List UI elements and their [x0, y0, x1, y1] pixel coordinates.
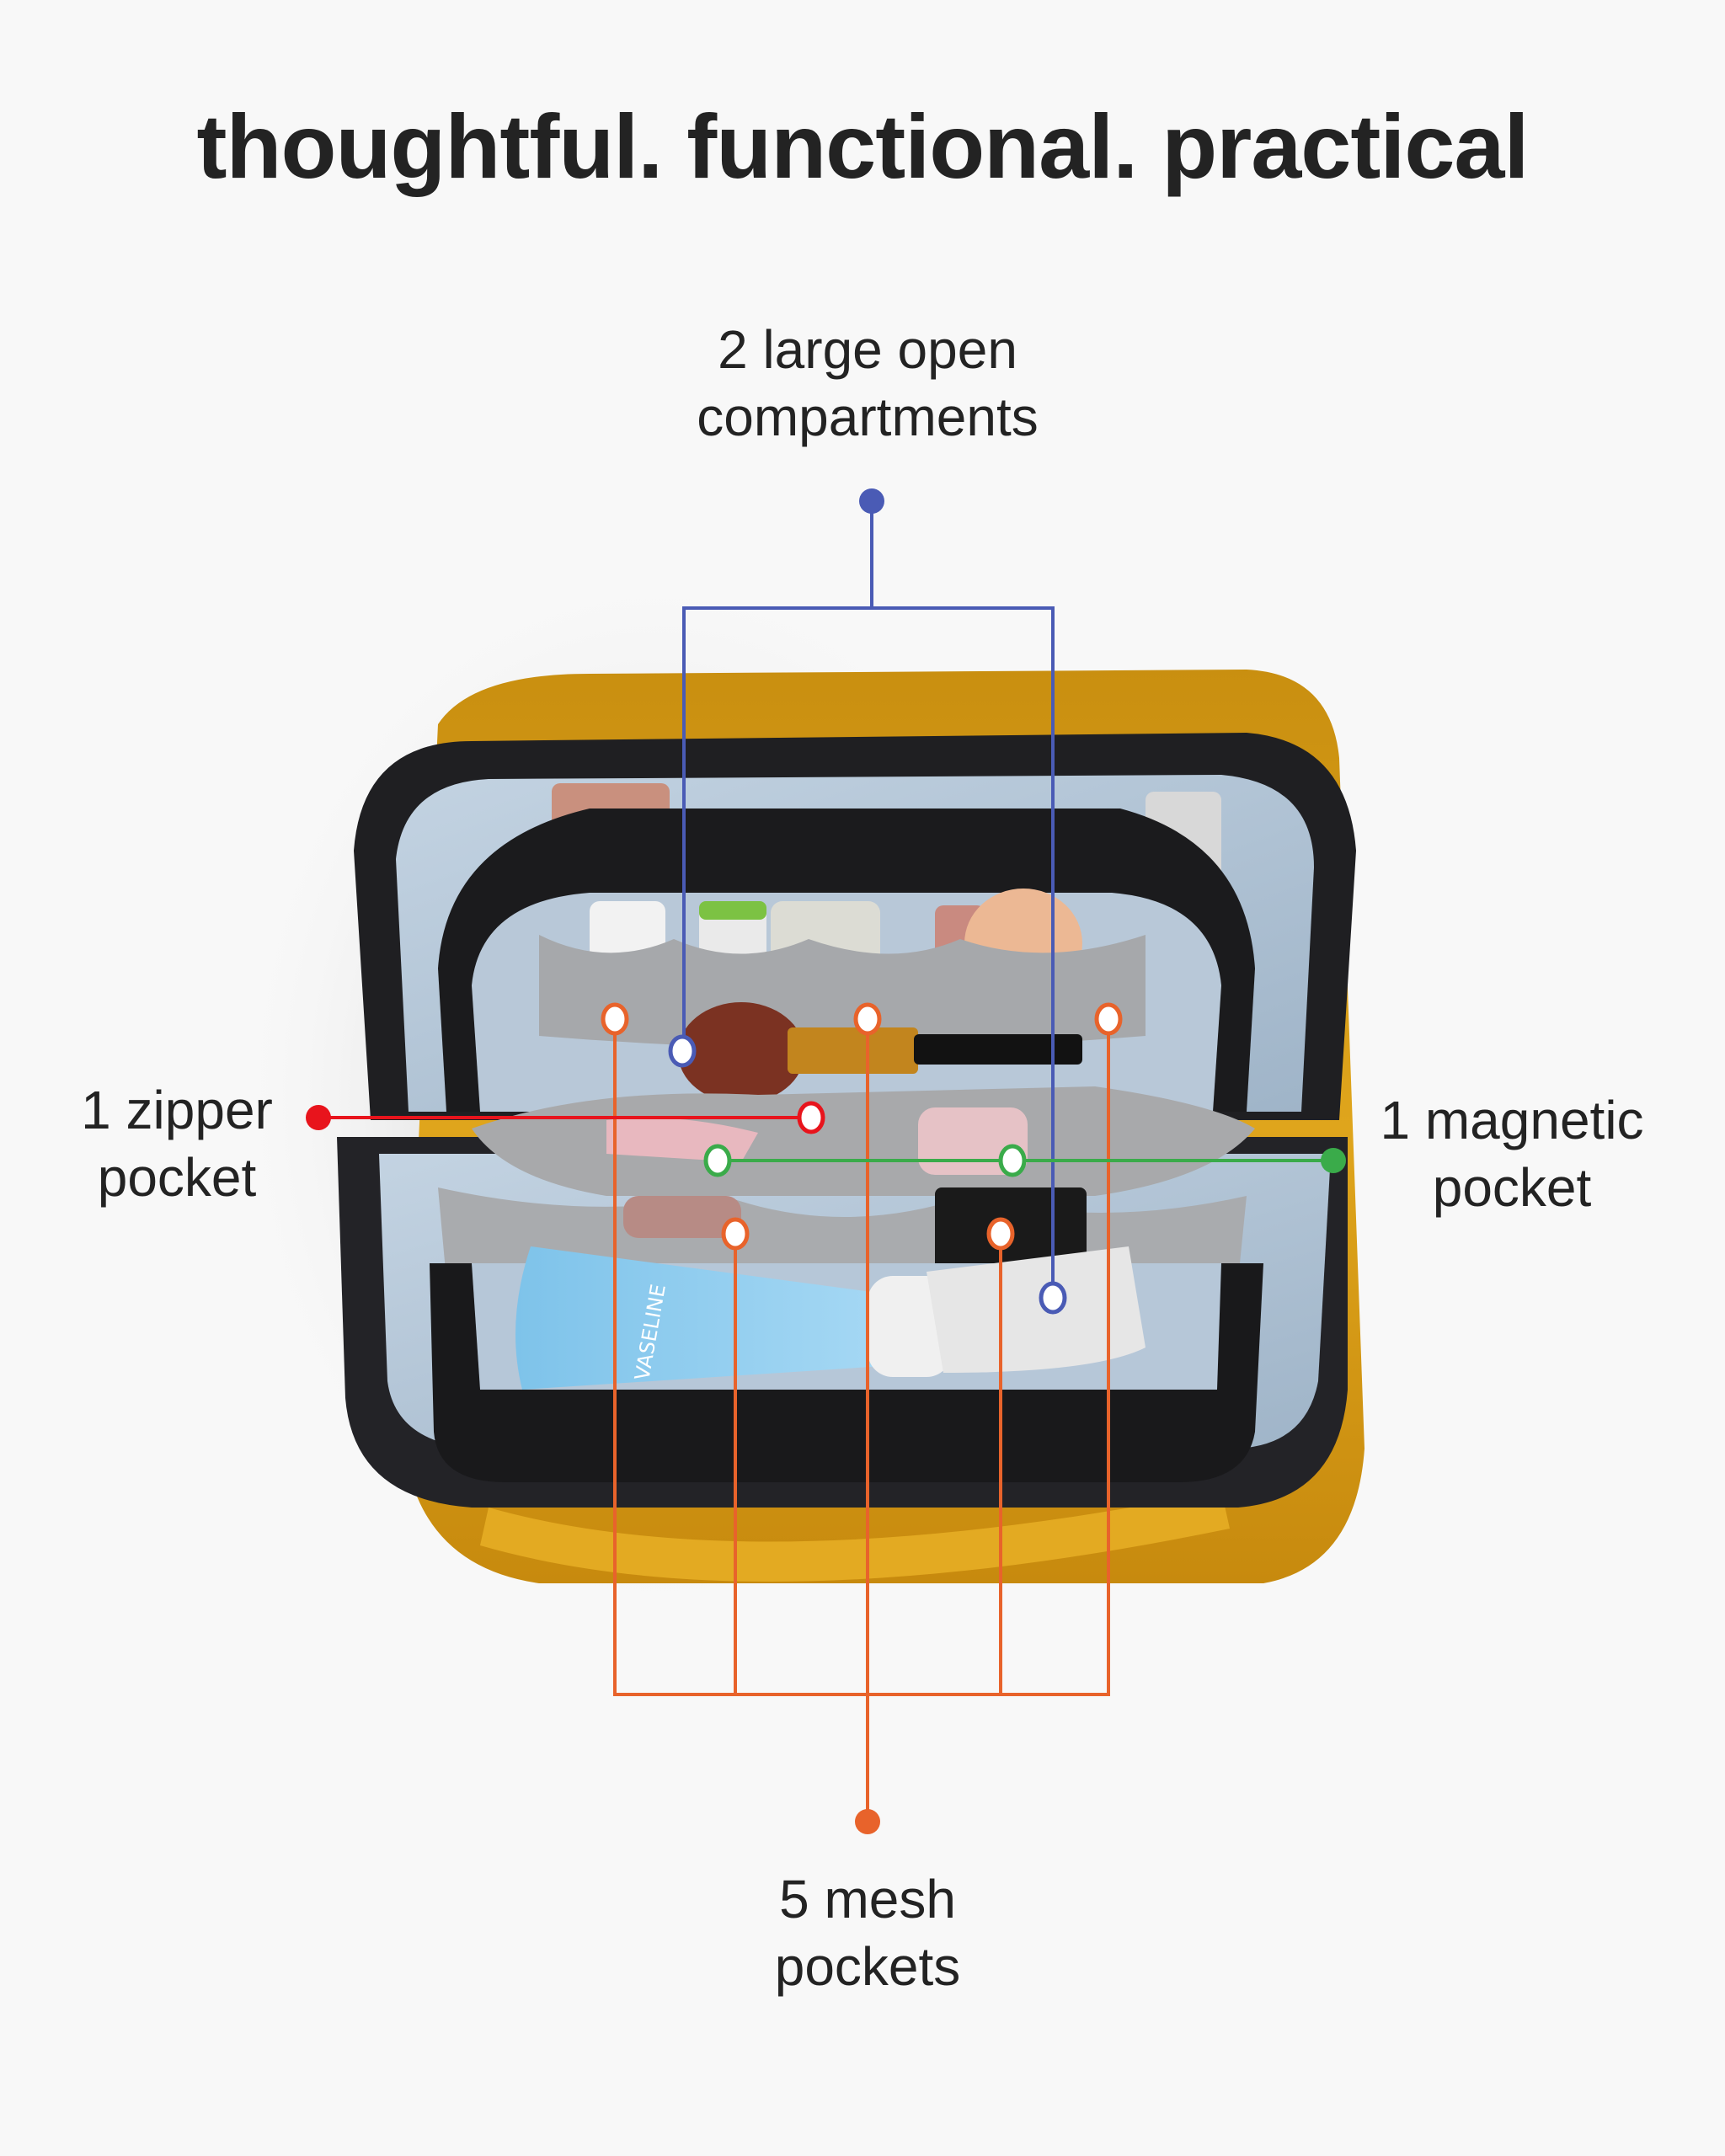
compartments-label: 2 large open compartments	[615, 316, 1120, 451]
compartments-hotspot-1	[668, 1034, 697, 1068]
magnetic-label-line1: 1 magnetic	[1380, 1090, 1644, 1150]
magnetic-anchor-dot	[1321, 1148, 1346, 1173]
compartments-label-line1: 2 large open	[718, 319, 1017, 380]
mesh-hotspot-2	[853, 1002, 882, 1036]
mesh-label-line2: pockets	[774, 1936, 961, 1997]
magnetic-hotspot-1	[703, 1144, 732, 1177]
mesh-hotspot-1	[601, 1002, 629, 1036]
compartments-anchor-dot	[859, 488, 884, 514]
zipper-pocket-label: 1 zipper pocket	[34, 1076, 320, 1211]
compartments-hotspot-2	[1039, 1281, 1067, 1315]
mesh-connector	[613, 1019, 1110, 1822]
compartments-connector	[682, 501, 1055, 1298]
zipper-hotspot	[797, 1101, 825, 1134]
magnetic-hotspot-2	[998, 1144, 1027, 1177]
mesh-hotspot-3	[1094, 1002, 1123, 1036]
magnetic-pocket-label: 1 magnetic pocket	[1348, 1086, 1676, 1221]
mesh-anchor-dot	[855, 1809, 880, 1834]
mesh-hotspot-5	[986, 1217, 1015, 1251]
page-title: thoughtful. functional. practical	[196, 95, 1530, 197]
zipper-anchor-dot	[306, 1105, 331, 1130]
mesh-pockets-label: 5 mesh pockets	[699, 1865, 1036, 2000]
zipper-label-line2: pocket	[97, 1147, 257, 1208]
mesh-hotspot-4	[721, 1217, 750, 1251]
compartments-label-line2: compartments	[697, 387, 1039, 447]
magnetic-label-line2: pocket	[1432, 1157, 1592, 1218]
mesh-label-line1: 5 mesh	[779, 1869, 956, 1929]
zipper-label-line1: 1 zipper	[81, 1080, 273, 1140]
